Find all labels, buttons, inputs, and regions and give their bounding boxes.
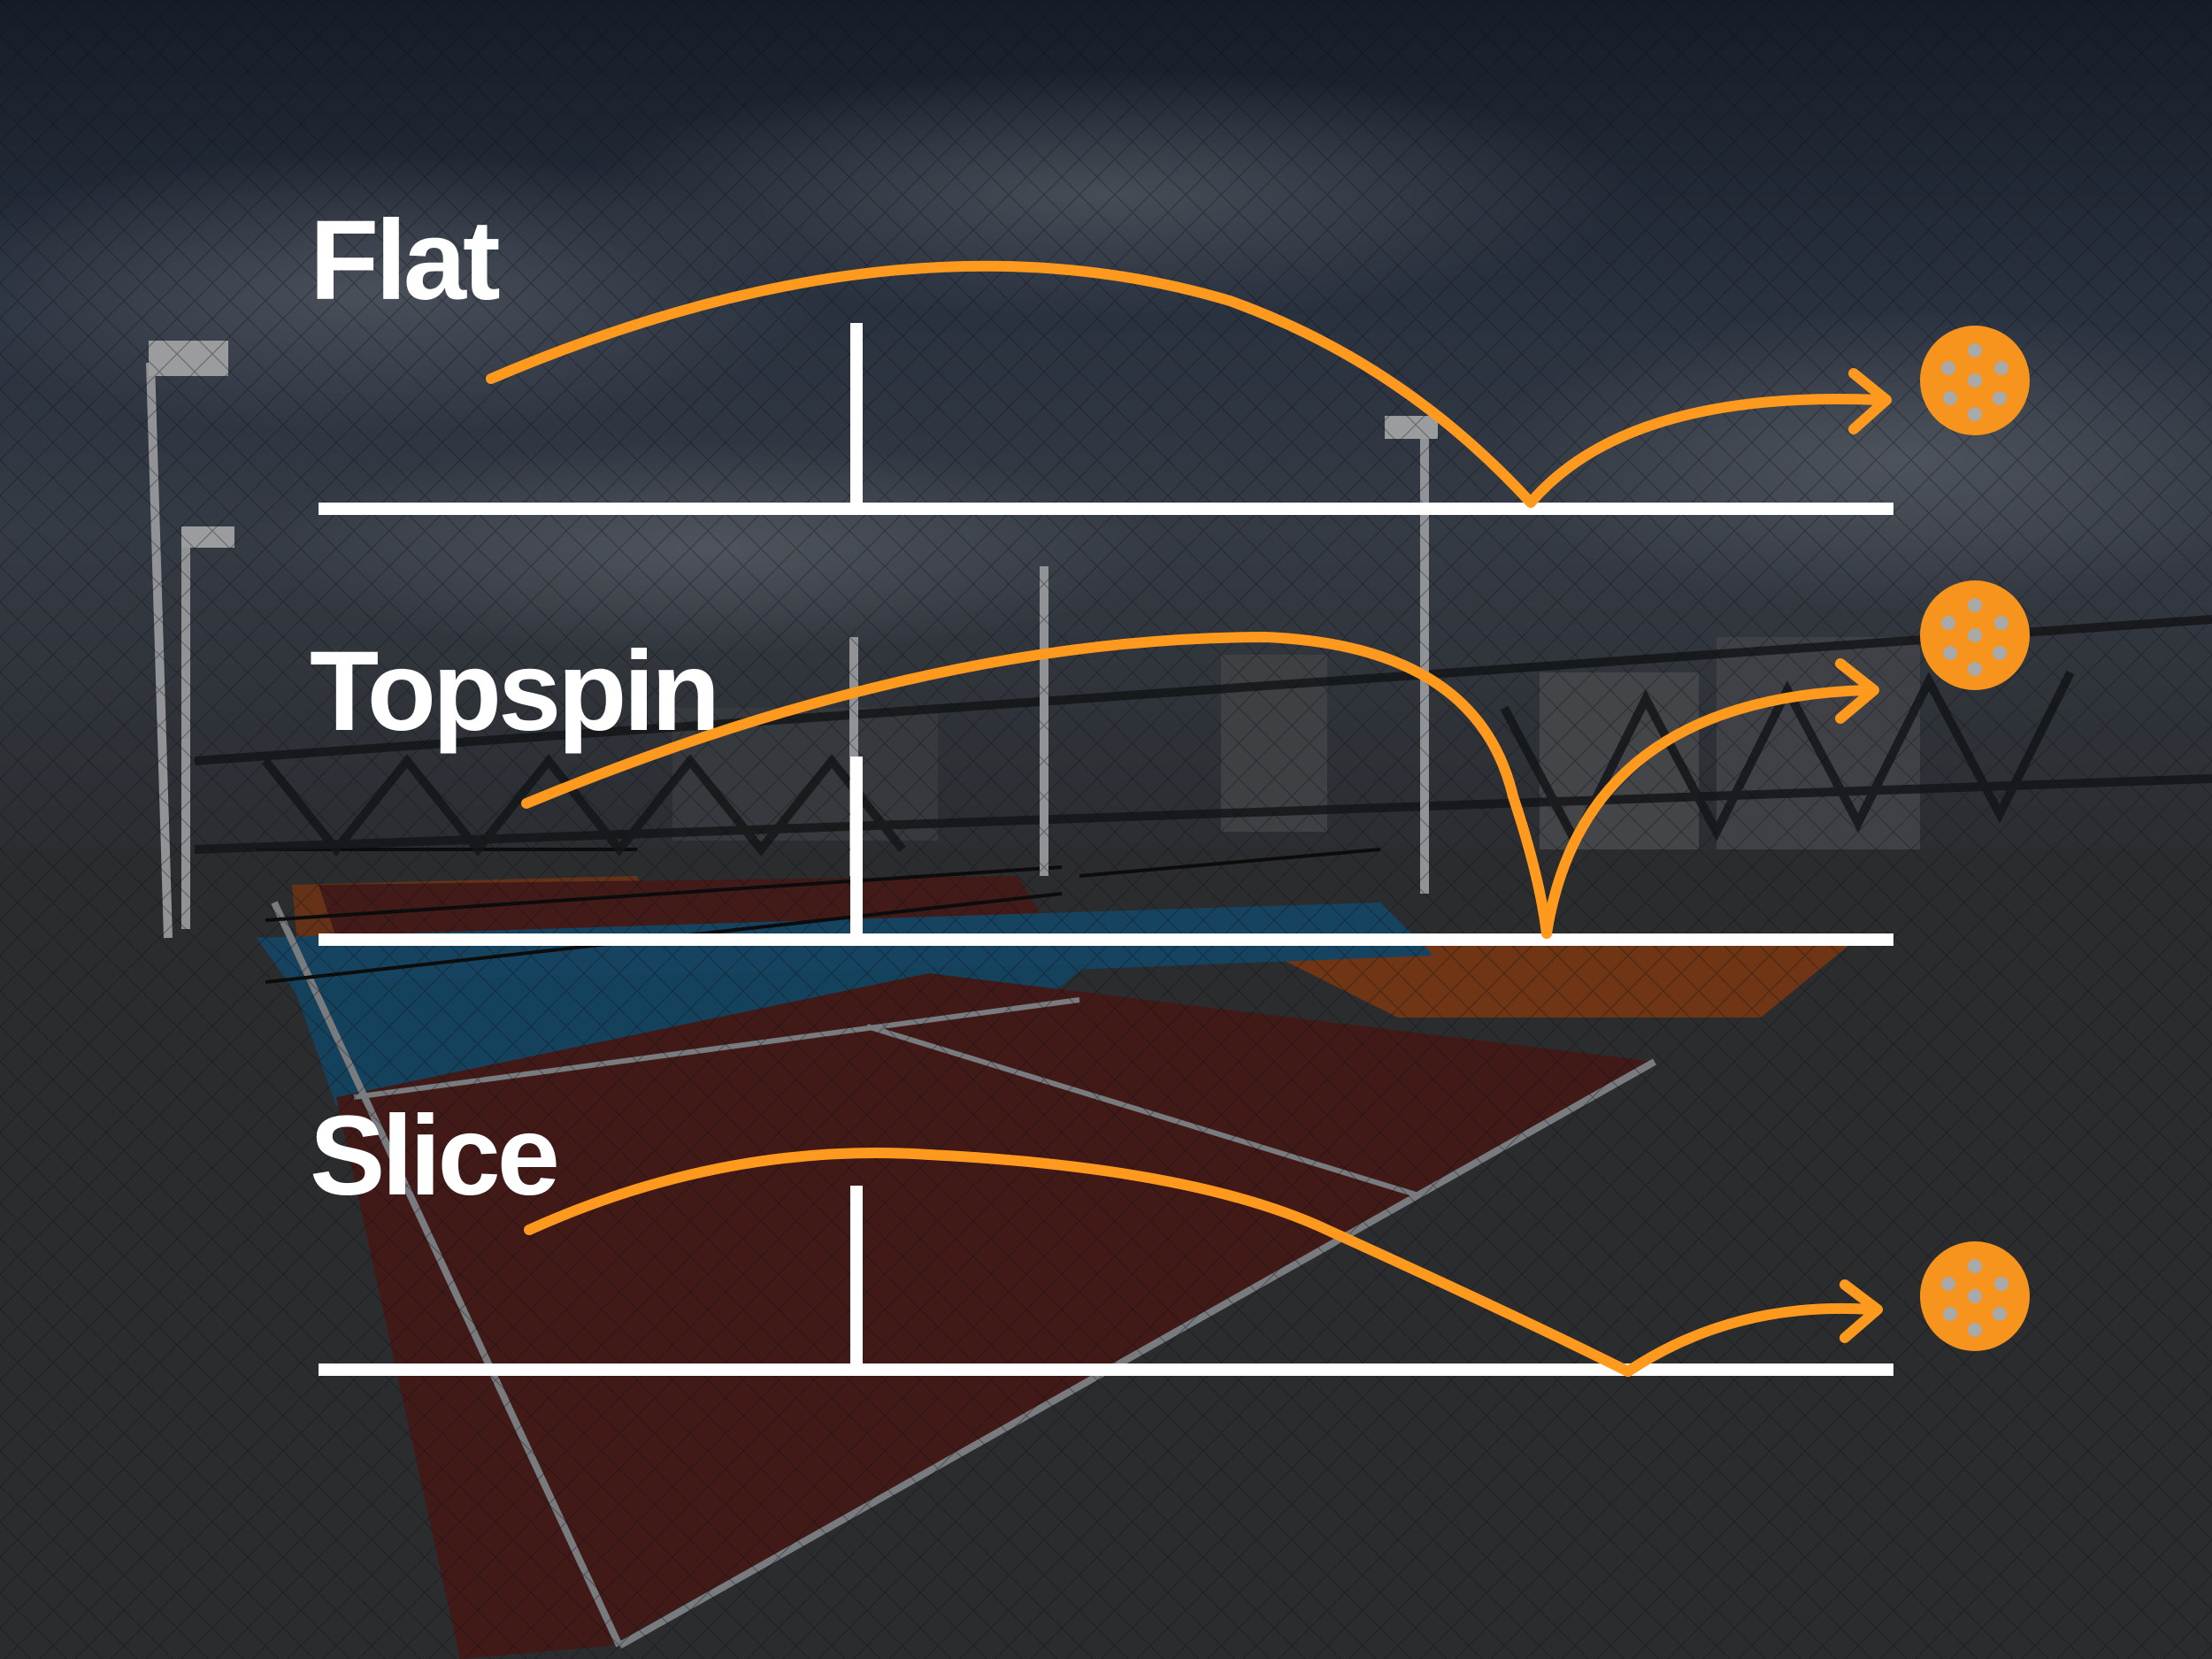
- bounce-trajectory: [1623, 1302, 1877, 1377]
- bounce-trajectory: [1541, 685, 1872, 939]
- topspin-diagram: Topspin: [310, 580, 2030, 946]
- arrow-head-icon: [1835, 658, 1879, 724]
- ball-trajectory: [521, 632, 1552, 939]
- topspin-label: Topspin: [310, 628, 717, 755]
- slice-label: Slice: [310, 1093, 557, 1219]
- flat-diagram: Flat: [310, 197, 2030, 515]
- ball-trajectory: [486, 260, 1536, 508]
- arrow-head-icon: [1839, 1279, 1883, 1343]
- pickleball-icon: [1920, 580, 2030, 690]
- arrow-head-icon: [1848, 368, 1892, 434]
- pickleball-icon: [1920, 1241, 2030, 1351]
- pickleball-icon: [1920, 326, 2030, 435]
- flat-label: Flat: [310, 197, 500, 324]
- slice-diagram: Slice: [310, 1093, 2030, 1377]
- ball-trajectory: [524, 1148, 1633, 1377]
- bounce-trajectory: [1525, 393, 1886, 508]
